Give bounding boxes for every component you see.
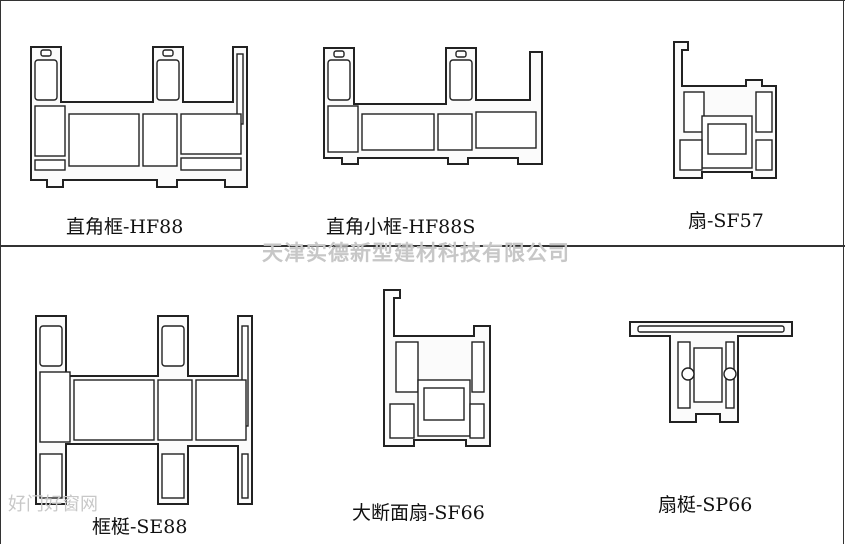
company-watermark: 天津实德新型建材科技有限公司 bbox=[262, 241, 570, 265]
profile-hf88s-label: 直角小框-HF88S bbox=[326, 216, 476, 238]
profile-hf88s-drawing bbox=[323, 47, 543, 165]
profile-sp66-label: 扇梃-SP66 bbox=[658, 494, 753, 516]
profile-hf88-label: 直角框-HF88 bbox=[66, 216, 184, 238]
profile-se88-label: 框梃-SE88 bbox=[92, 516, 188, 538]
profile-sp66-drawing bbox=[629, 321, 793, 423]
profile-hf88-drawing bbox=[30, 46, 248, 188]
profile-sf66-label: 大断面扇-SF66 bbox=[352, 502, 485, 524]
profile-sf57-label: 扇-SF57 bbox=[688, 210, 764, 232]
profile-sf66-drawing bbox=[383, 289, 491, 447]
row-divider bbox=[0, 245, 845, 247]
frame-top-border bbox=[0, 0, 845, 1]
profile-se88-drawing bbox=[35, 315, 253, 505]
frame-right-border bbox=[843, 0, 844, 544]
frame-left-border bbox=[0, 0, 1, 544]
profile-sf57-drawing bbox=[673, 41, 777, 179]
site-watermark: 好门好窗网 bbox=[8, 494, 98, 515]
